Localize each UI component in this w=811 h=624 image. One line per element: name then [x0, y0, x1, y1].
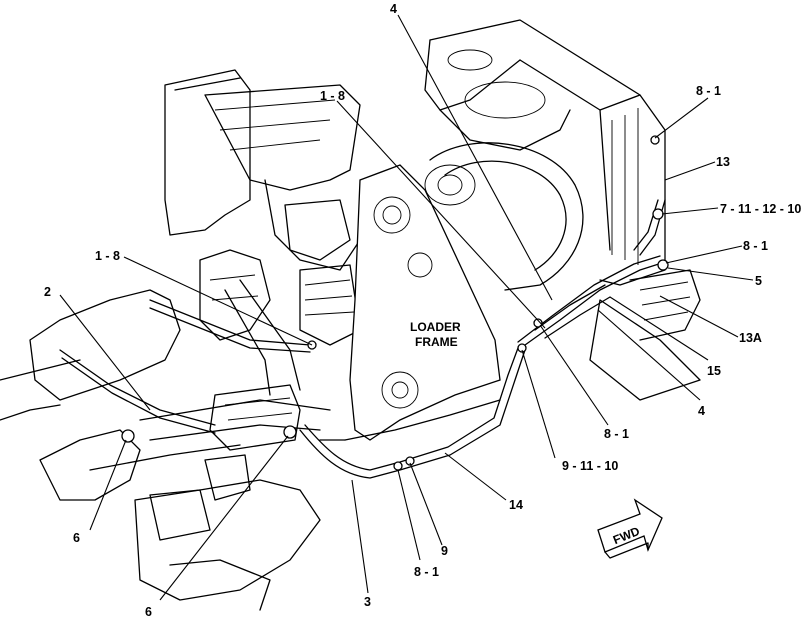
callout-4-top: 4: [390, 2, 397, 16]
callout-9: 9: [441, 544, 448, 558]
callout-1-8-left: 1 - 8: [95, 249, 120, 263]
hose-assembly: [59, 135, 669, 479]
callout-4-right: 4: [698, 404, 705, 418]
callout-15: 15: [707, 364, 721, 378]
callouts: 4 1 - 8 8 - 1 13 7 - 11 - 12 - 10 1 - 8 …: [44, 2, 801, 619]
callout-5: 5: [755, 274, 762, 288]
callout-6-bottom: 6: [145, 605, 152, 619]
callout-1-8-top: 1 - 8: [320, 89, 345, 103]
cooling-package: [424, 19, 701, 401]
callout-13: 13: [716, 155, 730, 169]
callout-9-11-10: 9 - 11 - 10: [562, 459, 618, 473]
callout-8-1-top: 8 - 1: [696, 84, 721, 98]
fwd-arrow: FWD: [597, 498, 663, 559]
leader-lines: [59, 14, 754, 601]
loader-frame-label-line1: LOADER: [410, 320, 461, 334]
callout-7-11-12-10: 7 - 11 - 12 - 10: [720, 202, 801, 216]
callout-3: 3: [364, 595, 371, 609]
callout-6-left: 6: [73, 531, 80, 545]
callout-13a: 13A: [739, 331, 762, 345]
loader-frame: [319, 164, 501, 441]
callout-2: 2: [44, 285, 51, 299]
callout-8-1-right: 8 - 1: [743, 239, 768, 253]
loader-frame-label-line2: FRAME: [415, 335, 458, 349]
callout-8-1-mid: 8 - 1: [604, 427, 629, 441]
callout-8-1-bottom: 8 - 1: [414, 565, 439, 579]
machine-body: [0, 69, 361, 611]
callout-14: 14: [509, 498, 523, 512]
